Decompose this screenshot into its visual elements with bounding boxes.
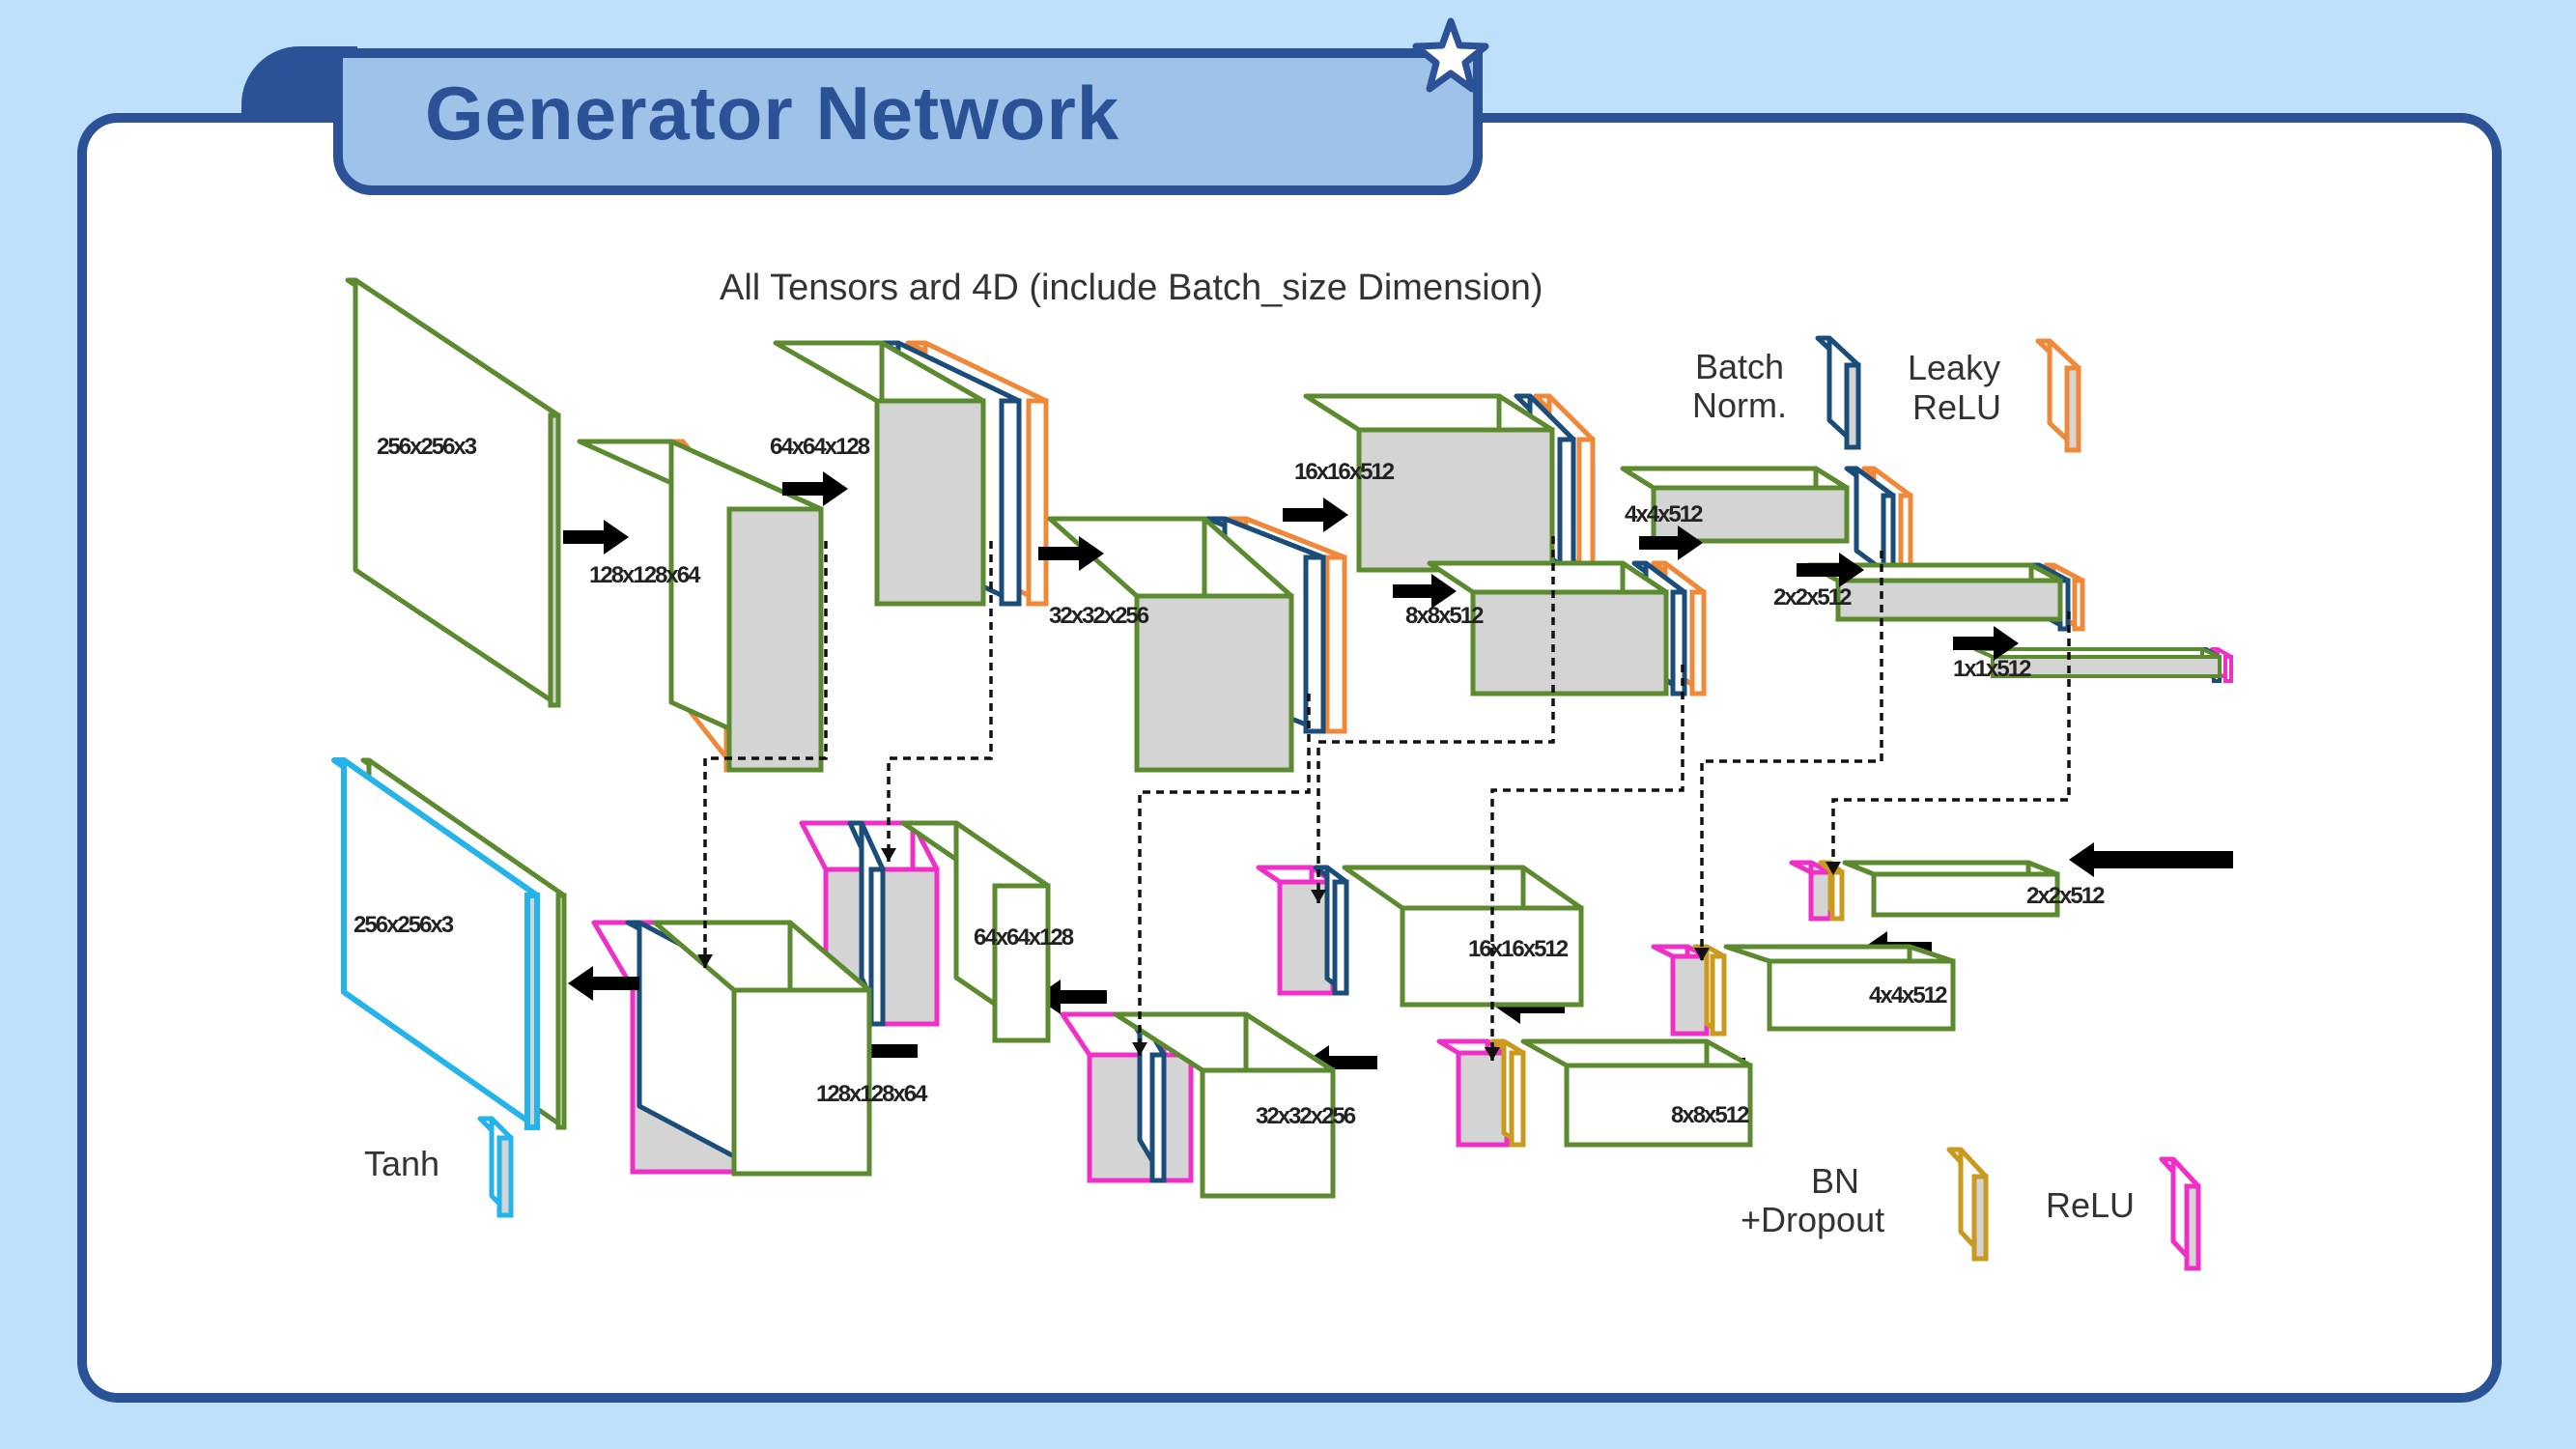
encoder-block-7	[1620, 466, 1850, 544]
arrow-enc-2-3	[782, 471, 848, 506]
decoder-label-2: 4x4x512	[1869, 982, 1947, 1009]
decoder-block-4-relu	[1256, 865, 1336, 996]
skip-connection-128	[697, 541, 828, 968]
arrow-enc-7-8	[1797, 553, 1864, 587]
legend-batch-norm-label-line1: Batch	[1695, 347, 1784, 386]
decoder-block-6-batchnorm	[847, 820, 886, 1027]
decoder-block-1	[1842, 860, 2060, 918]
decoder-block-4-batchnorm	[1313, 865, 1349, 996]
arrow-enc-6-7	[1639, 526, 1703, 560]
encoder-label-1: 256x256x3	[377, 434, 477, 460]
decoder-block-1-relu	[1789, 860, 1833, 922]
arrow-dec-input	[2069, 842, 2233, 877]
legend-tanh-swatch	[477, 1116, 514, 1218]
encoder-block-6	[1427, 560, 1669, 696]
decoder-block-3-relu	[1436, 1038, 1510, 1148]
encoder-block-3	[773, 340, 986, 607]
slide-title: Generator Network	[425, 71, 1120, 156]
decoder-label-4: 16x16x512	[1468, 936, 1569, 962]
diagram-subtitle: All Tensors ard 4D (include Batch_size D…	[720, 268, 1543, 308]
skip-connection-4	[1694, 551, 1883, 961]
decoder-label-3: 8x8x512	[1671, 1102, 1749, 1128]
encoder-block-9	[1973, 647, 2222, 678]
encoder-block-8	[1806, 562, 2063, 622]
legend-relu-swatch	[2159, 1156, 2201, 1271]
decoder-block-2	[1723, 944, 1956, 1032]
arrow-enc-3-4	[1038, 536, 1104, 571]
encoder-label-7: 4x4x512	[1625, 501, 1703, 527]
decoder-block-6	[900, 820, 1051, 1043]
skip-connection-2	[1826, 611, 2071, 875]
legend-bn-dropout-label-line1: BN	[1811, 1161, 1859, 1201]
arrow-enc-8-9	[1953, 626, 2019, 661]
encoder-label-4: 32x32x256	[1049, 603, 1149, 629]
decoder-label-5: 32x32x256	[1256, 1103, 1356, 1129]
decoder-block-7	[652, 920, 872, 1177]
decoder-block-3-bndropout	[1489, 1038, 1526, 1148]
arrow-enc-4-5	[1283, 497, 1348, 532]
skip-connection-8	[1485, 665, 1684, 1061]
arrow-enc-1-2	[563, 520, 629, 554]
encoder-block-1	[345, 277, 561, 708]
skip-connection-64	[881, 541, 993, 862]
decoder-label-7: 128x128x64	[816, 1081, 928, 1107]
star-icon	[1412, 17, 1489, 93]
decoder-block-2-relu	[1651, 944, 1710, 1037]
encoder-block-2	[577, 439, 824, 773]
encoder-block-5	[1303, 393, 1555, 573]
skip-connection-16	[1311, 536, 1555, 903]
legend-leaky-relu-swatch	[2035, 338, 2081, 453]
encoder-block-4	[1047, 516, 1294, 773]
title-tab	[333, 48, 1483, 195]
decoder-block-8-tanh	[331, 757, 540, 1130]
arrow-dec-7-out	[568, 966, 639, 1001]
legend-bn-dropout-label-line2: +Dropout	[1741, 1200, 1884, 1239]
decoder-label-8: 256x256x3	[354, 912, 454, 938]
encoder-label-2: 128x128x64	[589, 562, 701, 588]
legend-bn-dropout-swatch	[1946, 1147, 1989, 1262]
encoder-label-3: 64x64x128	[770, 434, 870, 460]
legend-relu-label: ReLU	[2046, 1185, 2135, 1225]
decoder-block-1-bndropout	[1818, 860, 1845, 922]
legend-tanh-label: Tanh	[364, 1144, 439, 1183]
decoder-label-1: 2x2x512	[2026, 883, 2105, 909]
encoder-label-5: 16x16x512	[1294, 459, 1395, 485]
skip-connection-32	[1132, 694, 1311, 1056]
legend-leaky-relu-label-line1: Leaky	[1908, 348, 2000, 387]
encoder-label-9: 1x1x512	[1953, 656, 2031, 682]
legend-batch-norm-label-line2: Norm.	[1692, 385, 1787, 425]
legend-leaky-relu-label-line2: ReLU	[1912, 387, 2001, 427]
decoder-block-3	[1520, 1038, 1753, 1148]
decoder-block-5	[1113, 1011, 1336, 1199]
legend-batch-norm-swatch	[1815, 335, 1861, 450]
encoder-label-6: 8x8x512	[1405, 603, 1484, 629]
decoder-label-6: 64x64x128	[974, 924, 1074, 951]
encoder-label-8: 2x2x512	[1773, 584, 1852, 611]
arrow-enc-5-6	[1393, 574, 1457, 609]
